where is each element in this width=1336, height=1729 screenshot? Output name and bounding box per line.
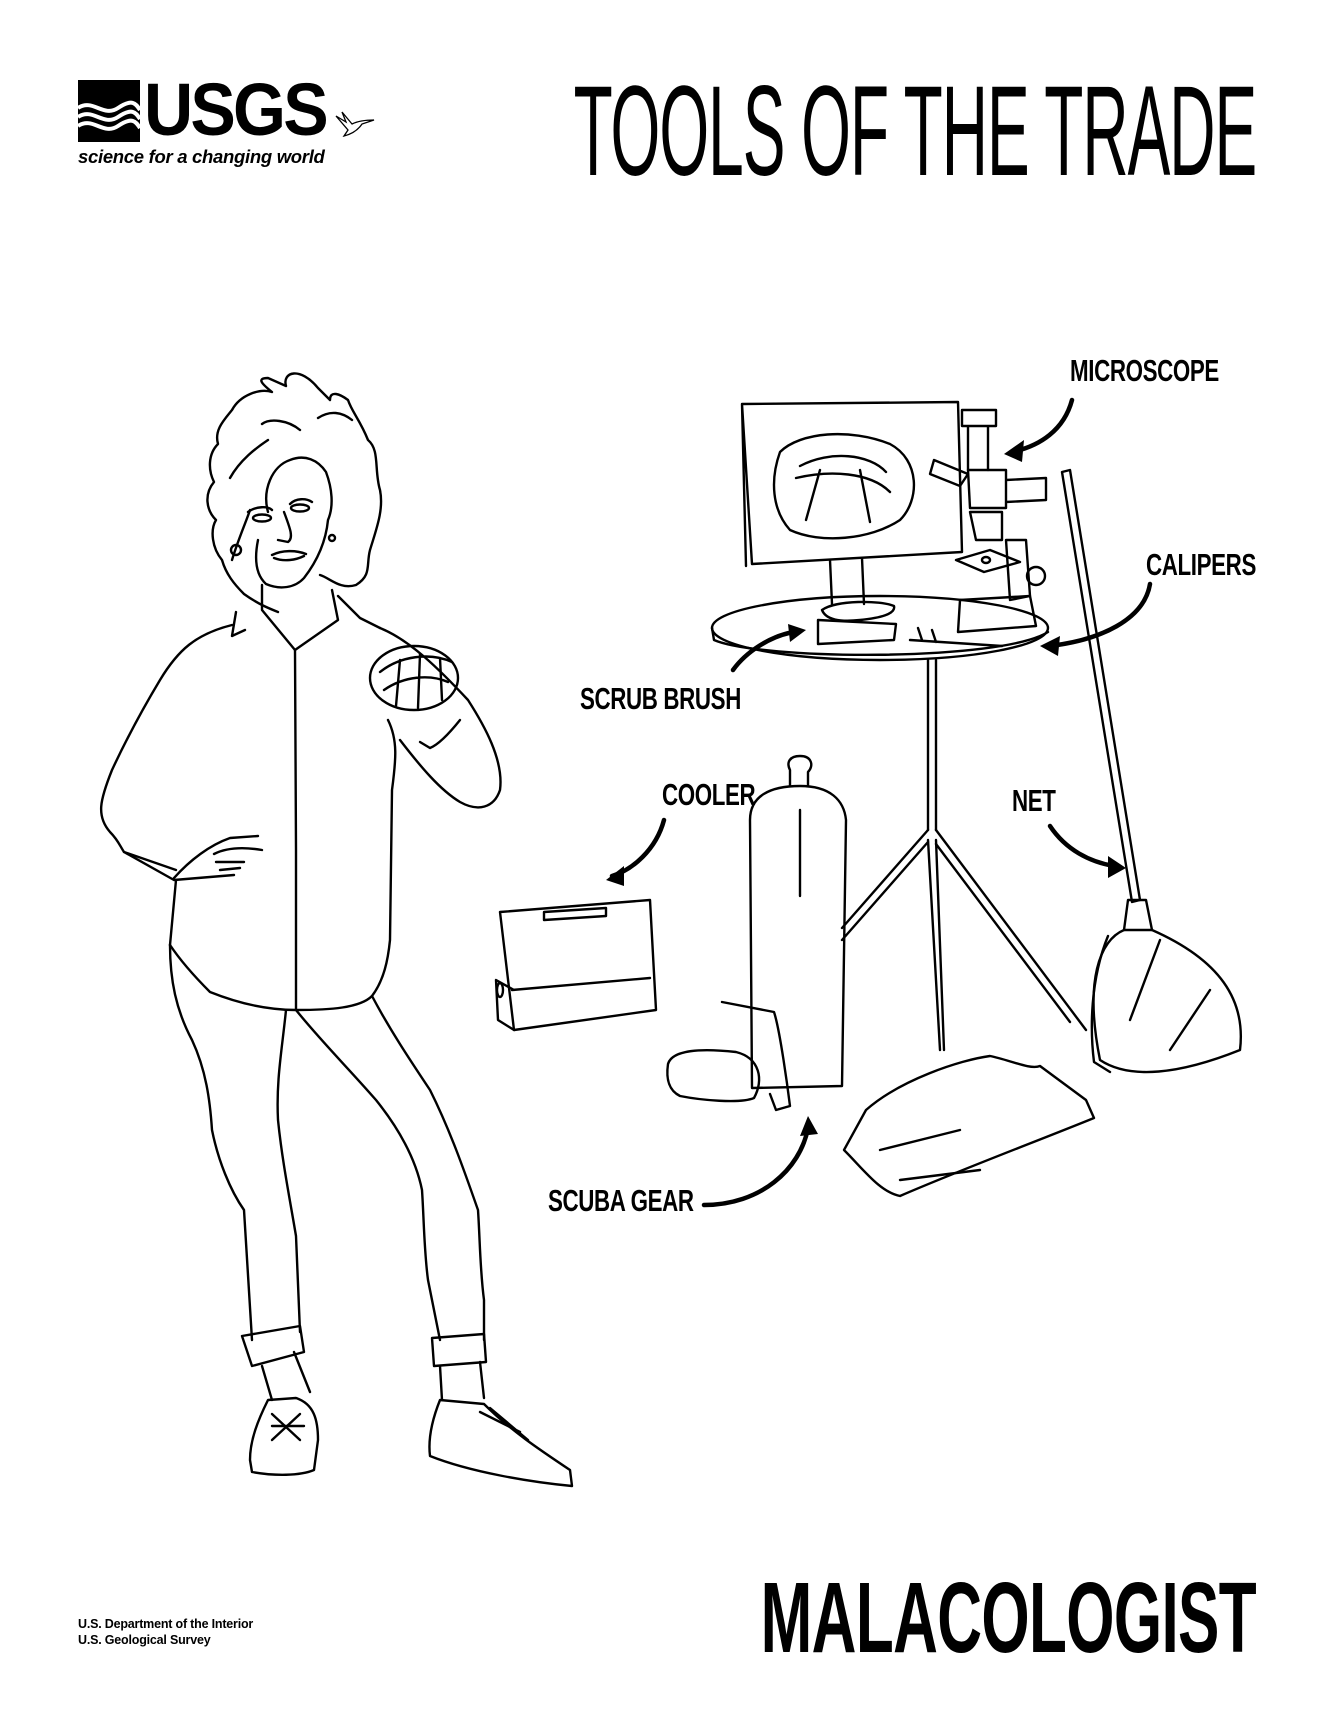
- usgs-wordmark: USGS: [144, 68, 329, 151]
- label-arrows: [606, 397, 1153, 1208]
- table-with-equipment: [710, 400, 1088, 1052]
- agency-footer: U.S. Department of the Interior U.S. Geo…: [78, 1616, 253, 1648]
- label-scrub-brush: SCRUB BRUSH: [580, 681, 741, 716]
- profession-title: MALACOLOGIST: [760, 1562, 1257, 1674]
- label-microscope: MICROSCOPE: [1070, 353, 1219, 388]
- scuba-gear: [666, 754, 1096, 1198]
- net: [1060, 468, 1242, 1074]
- label-calipers: CALIPERS: [1146, 547, 1256, 582]
- page-title: TOOLS OF THE TRADE: [573, 60, 1257, 203]
- cooler: [494, 898, 658, 1032]
- malacologist-figure: [99, 372, 574, 1488]
- label-net: NET: [1012, 783, 1056, 818]
- survey-line: U.S. Geological Survey: [78, 1633, 211, 1647]
- usgs-logo: USGS science for a changing world: [78, 70, 378, 174]
- label-cooler: COOLER: [662, 777, 756, 812]
- usgs-tagline: science for a changing world: [78, 146, 325, 167]
- usgs-wave-icon: [78, 80, 140, 142]
- label-scuba-gear: SCUBA GEAR: [548, 1183, 694, 1218]
- department-line: U.S. Department of the Interior: [78, 1617, 254, 1631]
- hummingbird-icon: [335, 111, 375, 138]
